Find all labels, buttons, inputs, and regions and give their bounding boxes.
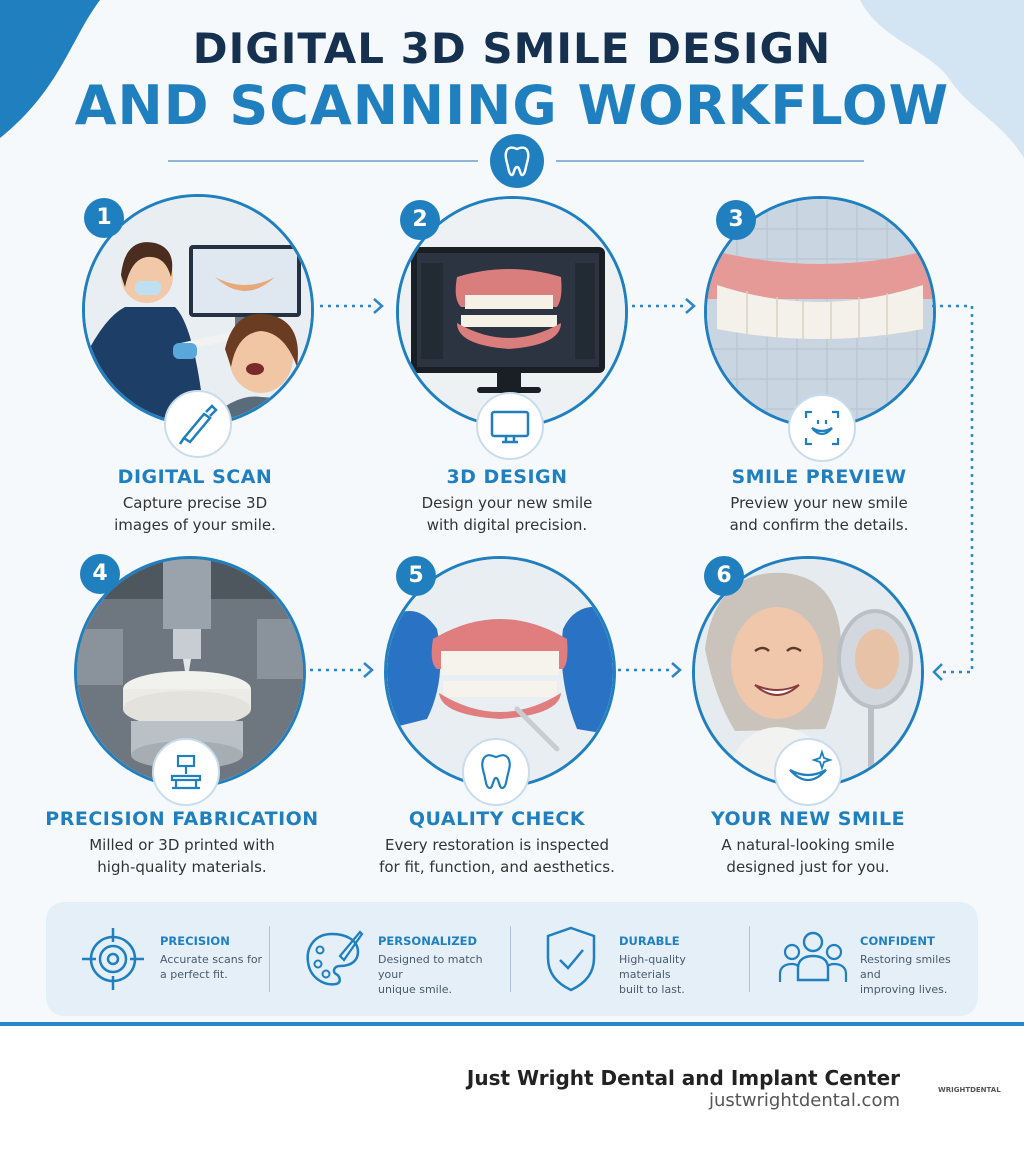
benefit-precision-desc: Accurate scans for a perfect fit. — [160, 952, 270, 982]
step-2-number: 2 — [400, 200, 440, 240]
arrow-step-2-to-3 — [632, 298, 696, 314]
benefit-personalized-title: PERSONALIZED — [378, 934, 478, 948]
benefit-confident-desc-line-1: Restoring smiles and — [860, 953, 951, 981]
benefit-personalized-desc-line-1: Designed to match your — [378, 953, 483, 981]
people-icon — [778, 931, 848, 982]
benefit-durable-desc-line-2: built to last. — [619, 983, 685, 996]
step-5-number: 5 — [396, 556, 436, 596]
benefit-durable-desc: High-quality materials built to last. — [619, 952, 739, 997]
step-4-icon-badge — [152, 738, 220, 806]
step-6-desc-line-2: designed just for you. — [726, 858, 890, 876]
step-3-number: 3 — [716, 200, 756, 240]
step-1-description: Capture precise 3D images of your smile. — [45, 492, 345, 536]
title-divider-right — [556, 160, 864, 162]
step-6-description: A natural-looking smile designed just fo… — [658, 834, 958, 878]
step-6-desc-line-1: A natural-looking smile — [721, 836, 895, 854]
shield-check-icon — [546, 926, 596, 992]
benefit-personalized: PERSONALIZED Designed to match your uniq… — [270, 902, 510, 1016]
milling-machine-icon — [170, 754, 202, 790]
benefit-precision-desc-line-2: a perfect fit. — [160, 968, 228, 981]
step-4-description: Milled or 3D printed with high-quality m… — [32, 834, 332, 878]
benefit-confident-title: CONFIDENT — [860, 934, 935, 948]
step-5-description: Every restoration is inspected for fit, … — [347, 834, 647, 878]
benefit-precision-title: PRECISION — [160, 934, 230, 948]
title-tooth-badge — [490, 134, 544, 188]
tooth-icon — [504, 146, 530, 177]
step-3-desc-line-2: and confirm the details. — [729, 516, 909, 534]
clinic-logo: WRIGHTDENTAL — [938, 1086, 1001, 1094]
step-5-title: QUALITY CHECK — [408, 808, 586, 830]
step-5-desc-line-1: Every restoration is inspected — [384, 836, 610, 854]
benefit-confident-desc-line-2: improving lives. — [860, 983, 948, 996]
step-3-photo — [704, 196, 936, 428]
step-1-title: DIGITAL SCAN — [117, 466, 273, 488]
step-2-desc-line-2: with digital precision. — [426, 516, 588, 534]
step-6-icon-badge — [774, 738, 842, 806]
title-line-2: AND SCANNING WORKFLOW — [74, 74, 950, 137]
step-5-icon-badge — [462, 738, 530, 806]
target-icon — [82, 928, 144, 990]
corner-blob-left — [0, 0, 100, 138]
step-5-desc-line-2: for fit, function, and aesthetics. — [379, 858, 615, 876]
benefit-divider-1 — [269, 926, 270, 992]
benefit-personalized-desc-line-2: unique smile. — [378, 983, 453, 996]
arrow-step-1-to-2 — [320, 298, 384, 314]
step-4-desc-line-2: high-quality materials. — [97, 858, 267, 876]
tooth-icon — [481, 754, 511, 790]
benefits-panel: PRECISION Accurate scans for a perfect f… — [46, 902, 978, 1016]
step-1-icon-badge — [164, 390, 232, 458]
clinic-website-link[interactable]: justwrightdental.com — [708, 1090, 900, 1111]
benefit-divider-3 — [749, 926, 750, 992]
step-1-desc-line-2: images of your smile. — [114, 516, 276, 534]
arrow-step-4-to-5 — [310, 662, 374, 678]
footer — [0, 1026, 1024, 1154]
step-3-desc-line-1: Preview your new smile — [730, 494, 908, 512]
benefit-durable-desc-line-1: High-quality materials — [619, 953, 686, 981]
step-2-description: Design your new smile with digital preci… — [357, 492, 657, 536]
smile-scan-icon — [804, 410, 840, 446]
step-2-photo — [396, 196, 628, 428]
footer-divider — [0, 1022, 1024, 1026]
step-1-number: 1 — [84, 198, 124, 238]
benefit-precision-desc-line-1: Accurate scans for — [160, 953, 263, 966]
benefit-durable: DURABLE High-quality materials built to … — [512, 902, 748, 1016]
title-line-1: DIGITAL 3D SMILE DESIGN — [192, 24, 832, 73]
benefit-personalized-desc: Designed to match your unique smile. — [378, 952, 498, 997]
step-6-number: 6 — [704, 556, 744, 596]
milling-machine-illustration — [77, 559, 303, 785]
arrow-step-3-to-6 — [932, 304, 974, 681]
step-2-desc-line-1: Design your new smile — [421, 494, 593, 512]
sparkle-smile-icon — [789, 749, 833, 782]
step-1-desc-line-1: Capture precise 3D — [122, 494, 268, 512]
step-2-title: 3D DESIGN — [446, 466, 568, 488]
step-6-title: YOUR NEW SMILE — [710, 808, 906, 830]
arrow-step-5-to-6 — [618, 662, 682, 678]
monitor-icon — [490, 410, 530, 444]
intraoral-scanner-icon — [178, 404, 218, 445]
benefit-confident-desc: Restoring smiles and improving lives. — [860, 952, 970, 997]
step-4-desc-line-1: Milled or 3D printed with — [89, 836, 275, 854]
step-4-number: 4 — [80, 554, 120, 594]
benefit-precision: PRECISION Accurate scans for a perfect f… — [46, 902, 268, 1016]
palette-icon — [306, 930, 364, 986]
design-monitor-illustration — [399, 199, 625, 425]
benefit-durable-title: DURABLE — [619, 934, 680, 948]
step-3-title: SMILE PREVIEW — [731, 466, 907, 488]
benefit-divider-2 — [510, 926, 511, 992]
step-2-icon-badge — [476, 392, 544, 460]
denture-inspection-illustration — [387, 559, 613, 785]
title-divider-left — [168, 160, 478, 162]
corner-blob-right — [860, 0, 1024, 158]
clinic-name: Just Wright Dental and Implant Center — [466, 1066, 900, 1090]
step-3-icon-badge — [788, 394, 856, 462]
step-4-title: PRECISION FABRICATION — [45, 808, 319, 830]
step-3-description: Preview your new smile and confirm the d… — [669, 492, 969, 536]
benefit-confident: CONFIDENT Restoring smiles and improving… — [750, 902, 978, 1016]
